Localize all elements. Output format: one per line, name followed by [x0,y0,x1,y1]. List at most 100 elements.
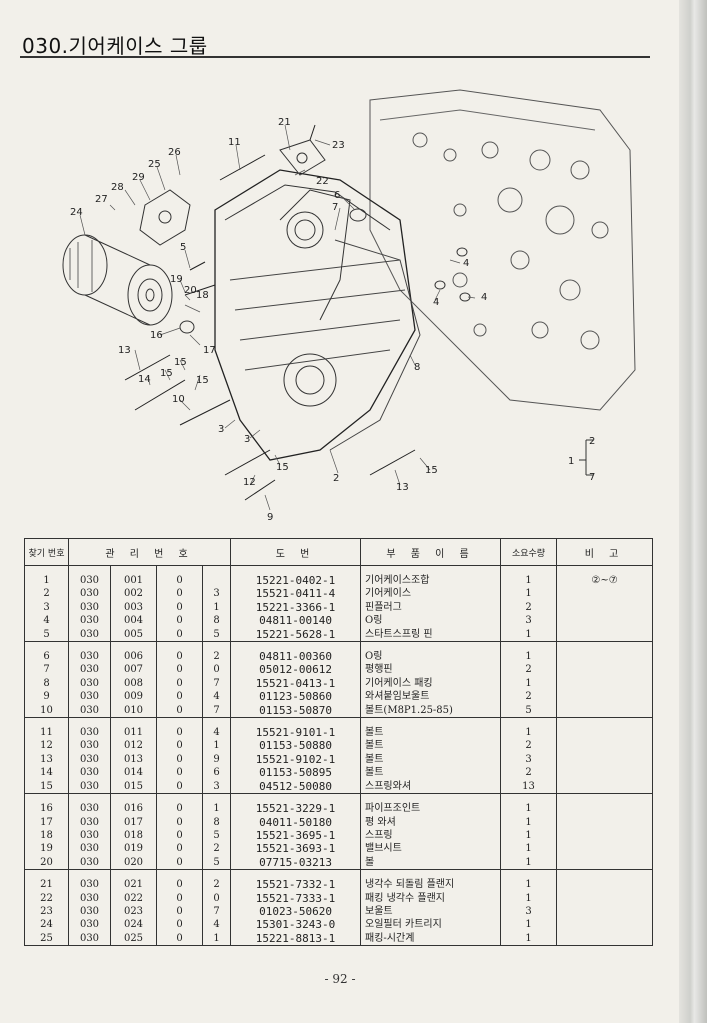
page-number: - 92 - [324,972,356,986]
callout-left: 1 [568,456,574,467]
callout-top: 2 [589,436,595,447]
mgmt-item-cell: 019 [110,842,157,856]
part-label: 15 [425,465,438,476]
ref-number-cell: 17 [24,815,69,829]
quantity-cell: 1 [500,802,558,816]
check-digit-cell: 8 [201,614,232,628]
check-digit-cell: 7 [201,676,232,691]
mgmt-item-cell: 014 [110,766,157,780]
check-digit-cell: 2 [201,878,232,892]
remarks-cell [556,690,654,704]
quantity-cell: 2 [500,663,558,677]
part-label: 17 [203,345,216,356]
ref-number-cell: 19 [24,842,69,856]
mgmt-item-cell: 015 [110,779,157,794]
part-label: 18 [196,290,209,301]
part-name-cell: 오일필터 카트리지 [360,918,502,932]
check-digit-cell: 4 [201,726,232,740]
ref-number-cell: 25 [24,931,69,947]
mgmt-code-cell: 030 [68,878,111,892]
check-digit-cell: 5 [201,627,232,642]
mgmt-item-cell: 025 [110,931,157,947]
drawing-number-cell: 15521-3695-1 [230,828,362,843]
mgmt-code-cell: 030 [68,703,111,718]
page-title: 030.기어케이스 그룹 [22,34,208,58]
drawing-number-cell: 15221-5628-1 [230,627,362,642]
quantity-cell: 2 [500,739,558,753]
drawing-number-cell: 04811-00360 [230,650,362,664]
exploded-parts-diagram: 1 2 7 21 23 11 22 26 25 29 28 27 24 6 7 … [62,89,636,523]
mgmt-item-cell: 001 [110,574,157,588]
check-digit-cell: 3 [201,587,232,601]
ref-number-cell: 15 [24,779,69,794]
quantity-cell: 2 [500,600,558,615]
callout-bracket [579,439,593,476]
mgmt-code-cell: 030 [68,802,111,816]
part-label: 12 [243,477,256,488]
mgmt-rev-cell: 0 [156,855,203,870]
remarks-cell [556,842,654,856]
check-digit-cell: 1 [201,931,232,947]
quantity-cell: 1 [500,650,558,664]
remarks-cell [556,752,654,767]
quantity-cell: 1 [500,842,558,856]
group-separator [24,793,654,803]
hour-meter-flange [139,189,191,246]
quantity-cell: 1 [500,931,558,947]
part-name-cell: 볼트 [360,766,502,780]
engine-block [369,89,636,411]
mgmt-rev-cell: 0 [156,878,203,892]
drawing-number-cell: 15221-0402-1 [230,574,362,588]
remarks-cell [556,676,654,691]
remarks-cell [556,600,654,615]
mgmt-item-cell: 005 [110,627,157,642]
drawing-number-cell: 15521-9102-1 [230,752,362,767]
mgmt-code-cell: 030 [68,918,111,932]
ref-number-cell: 2 [24,587,69,601]
ref-number-cell: 23 [24,904,69,919]
part-label: 15 [160,368,173,379]
mgmt-item-cell: 003 [110,600,157,615]
remarks-cell [556,815,654,829]
ref-number-cell: 21 [24,878,69,892]
ref-number-cell: 4 [24,614,69,628]
quantity-cell: 2 [500,690,558,704]
part-name-cell: 핀플러그 [360,600,502,615]
mgmt-item-cell: 020 [110,855,157,870]
drawing-number-cell: 01123-50860 [230,690,362,704]
mgmt-item-cell: 018 [110,828,157,843]
part-name-cell: O링 [360,614,502,628]
table-header-row: 찾기 번호 관 리 번 호 도 번 부 품 이 름 소요수량 비 고 [24,538,654,566]
mgmt-rev-cell: 0 [156,766,203,780]
part-name-cell: 볼트 [360,752,502,767]
mgmt-item-cell: 024 [110,918,157,932]
quantity-cell: 1 [500,815,558,829]
mgmt-code-cell: 030 [68,587,111,601]
ref-number-cell: 8 [24,676,69,691]
part-name-cell: 볼트 [360,726,502,740]
part-label: 27 [95,194,108,205]
header-ref-number: 찾기 번호 [24,538,69,566]
quantity-cell: 1 [500,891,558,905]
mgmt-rev-cell: 0 [156,842,203,856]
part-label: 4 [481,292,487,303]
drawing-number-cell: 15521-9101-1 [230,726,362,740]
check-digit-cell: 7 [201,703,232,718]
mgmt-rev-cell: 0 [156,918,203,932]
part-label: 24 [70,207,83,218]
mgmt-item-cell: 017 [110,815,157,829]
check-digit-cell: 0 [201,663,232,677]
mgmt-code-cell: 030 [68,676,111,691]
part-label: 20 [184,285,197,296]
part-label: 11 [228,137,241,148]
check-digit-cell [201,574,232,588]
mgmt-code-cell: 030 [68,690,111,704]
part-label: 21 [278,117,291,128]
